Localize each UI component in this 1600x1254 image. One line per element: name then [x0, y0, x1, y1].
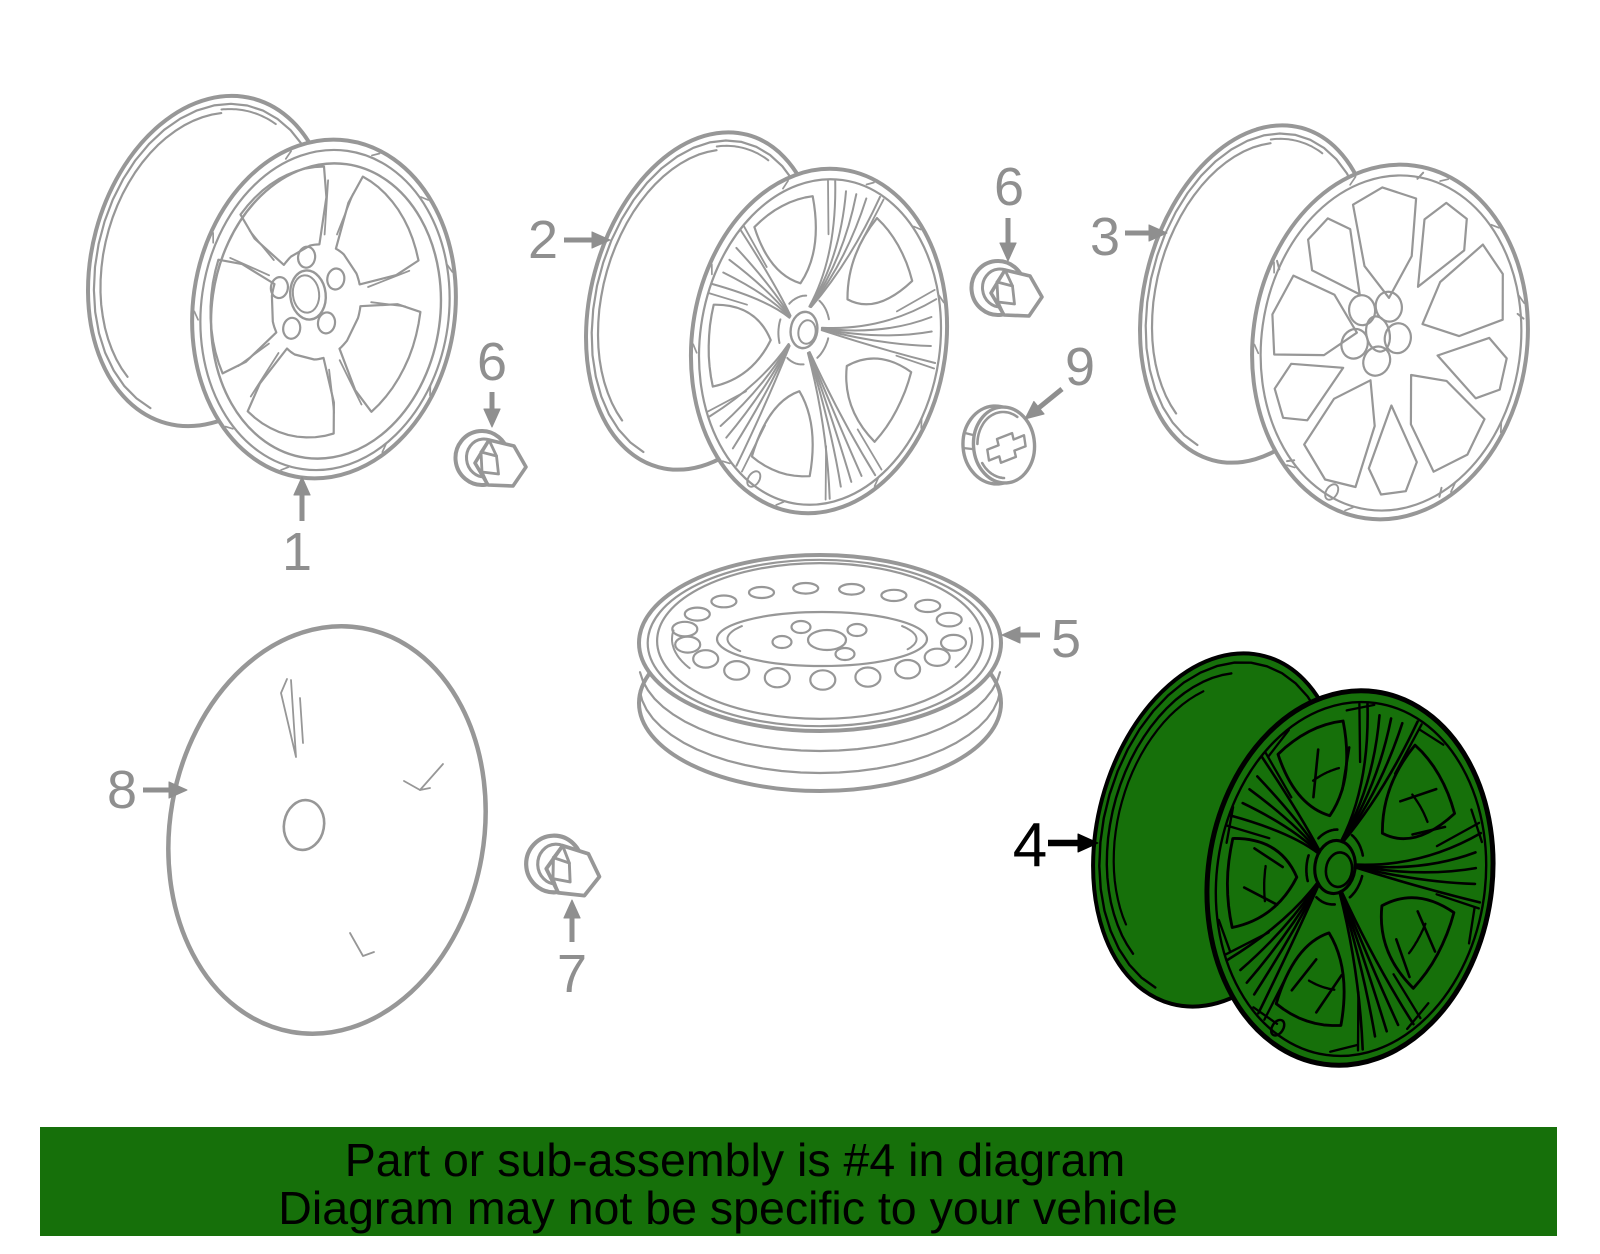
svg-text:7: 7 [557, 944, 587, 1004]
svg-text:6: 6 [477, 332, 507, 392]
svg-text:Diagram may not be specific to: Diagram may not be specific to your vehi… [278, 1182, 1177, 1234]
svg-text:2: 2 [528, 210, 558, 270]
svg-text:8: 8 [107, 760, 137, 820]
svg-text:5: 5 [1051, 609, 1081, 669]
svg-text:9: 9 [1065, 337, 1095, 397]
svg-text:1: 1 [282, 522, 312, 582]
svg-text:Part or sub-assembly is #4 in: Part or sub-assembly is #4 in diagram [345, 1134, 1126, 1186]
svg-text:6: 6 [994, 157, 1024, 217]
svg-text:4: 4 [1013, 811, 1047, 880]
svg-text:3: 3 [1090, 207, 1120, 267]
